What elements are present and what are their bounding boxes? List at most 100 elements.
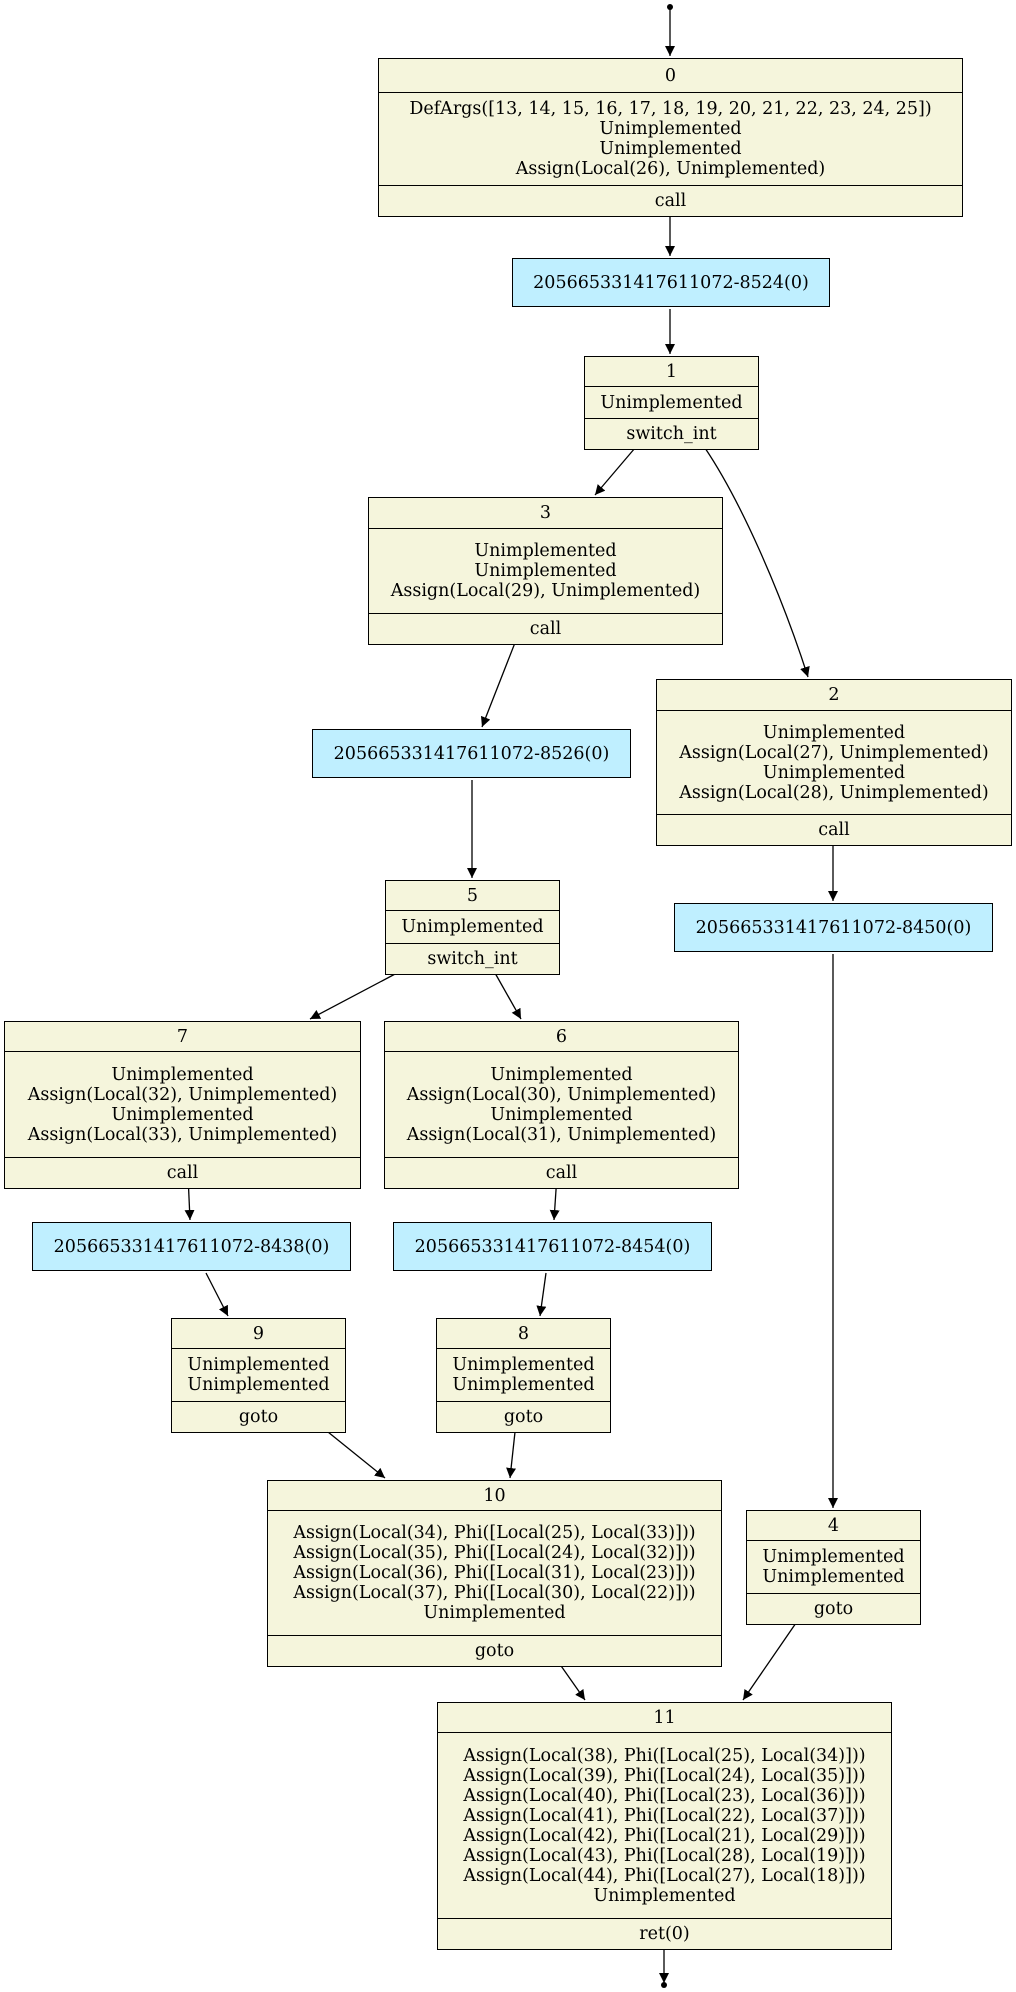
edge-arrow: [205, 1272, 229, 1317]
statement-line: Unimplemented: [593, 1885, 736, 1906]
statement-line: Unimplemented: [490, 1064, 633, 1085]
statement-line: Unimplemented: [474, 561, 617, 581]
statement-line: Assign(Local(43), Phi([Local(28), Local(…: [463, 1845, 866, 1866]
block-terminator: switch_int: [386, 943, 559, 974]
statement-line: Assign(Local(42), Phi([Local(21), Local(…: [463, 1825, 866, 1846]
block-id: 3: [539, 503, 552, 523]
statement-line: Unimplemented: [187, 1375, 330, 1395]
call-target-box: 205665331417611072-8450(0): [674, 903, 993, 952]
block-terminator: ret(0): [438, 1918, 891, 1949]
statement-line: Assign(Local(38), Phi([Local(25), Local(…: [463, 1745, 866, 1766]
statement-line: Assign(Local(27), Unimplemented): [679, 742, 989, 763]
edge-arrow: [704, 447, 810, 678]
statement-line: Unimplemented: [762, 762, 906, 783]
statement-line: Unimplemented: [762, 722, 906, 743]
edge-arrow: [536, 1272, 547, 1317]
edge-arrow: [742, 1622, 797, 1701]
statement-line: Assign(Local(31), Unimplemented): [406, 1124, 717, 1145]
statement-line: Assign(Local(28), Unimplemented): [679, 782, 989, 803]
call-target-box: 205665331417611072-8438(0): [32, 1222, 351, 1271]
statement-line: Unimplemented: [423, 1603, 566, 1623]
statement-line: Assign(Local(41), Phi([Local(22), Local(…: [463, 1805, 866, 1826]
block-terminator: call: [5, 1157, 360, 1188]
block-id: 0: [664, 65, 677, 86]
edge-arrow: [327, 1431, 386, 1479]
statement-line: Assign(Local(34), Phi([Local(25), Local(…: [293, 1523, 696, 1543]
entry-point: [667, 4, 673, 10]
statement-line: Unimplemented: [401, 917, 544, 937]
statement-line: Unimplemented: [599, 139, 742, 159]
statement-line: Unimplemented: [490, 1104, 633, 1125]
statement-line: Assign(Local(35), Phi([Local(24), Local(…: [293, 1543, 696, 1563]
block-terminator: goto: [747, 1593, 920, 1624]
statement-line: Unimplemented: [762, 1567, 905, 1587]
block-id: 8: [517, 1323, 530, 1344]
block-terminator: call: [385, 1157, 738, 1188]
block-statements: DefArgs([13, 14, 15, 16, 17, 18, 19, 20,…: [379, 92, 962, 185]
statement-line: Unimplemented: [111, 1104, 254, 1125]
edge-arrow: [309, 972, 398, 1020]
edge-arrow: [480, 629, 521, 728]
block-id: 11: [653, 1707, 676, 1728]
statement-line: Assign(Local(39), Phi([Local(24), Local(…: [463, 1765, 866, 1786]
statement-line: Unimplemented: [187, 1355, 330, 1375]
statement-line: DefArgs([13, 14, 15, 16, 17, 18, 19, 20,…: [409, 99, 932, 119]
block-id: 6: [555, 1026, 568, 1047]
block-statements: Assign(Local(38), Phi([Local(25), Local(…: [438, 1732, 891, 1918]
statement-line: Unimplemented: [452, 1355, 595, 1375]
call-target-box: 205665331417611072-8526(0): [312, 729, 631, 778]
block-statements: Unimplemented: [585, 386, 758, 418]
block-id: 4: [827, 1515, 840, 1536]
edge-arrow: [494, 972, 522, 1020]
block-terminator: call: [369, 613, 722, 644]
edge-arrow: [506, 1431, 517, 1479]
block-terminator: goto: [268, 1635, 721, 1666]
exit-point: [661, 1982, 667, 1988]
statement-line: Assign(Local(26), Unimplemented): [515, 159, 826, 179]
block-terminator: switch_int: [585, 418, 758, 449]
statement-line: Unimplemented: [599, 119, 742, 139]
statement-line: Assign(Local(32), Unimplemented): [27, 1084, 338, 1105]
statement-line: Unimplemented: [762, 1547, 905, 1567]
block-statements: Unimplemented: [386, 910, 559, 943]
call-target-box: 205665331417611072-8524(0): [512, 258, 830, 307]
statement-line: Unimplemented: [474, 541, 617, 561]
block-statements: Assign(Local(34), Phi([Local(25), Local(…: [268, 1510, 721, 1635]
block-id: 10: [483, 1485, 506, 1506]
edge-arrow: [594, 447, 636, 496]
statement-line: Assign(Local(33), Unimplemented): [27, 1124, 338, 1145]
statement-line: Assign(Local(44), Phi([Local(27), Local(…: [463, 1865, 866, 1886]
call-target-box: 205665331417611072-8454(0): [393, 1222, 712, 1271]
block-terminator: call: [657, 814, 1011, 845]
statement-line: Assign(Local(40), Phi([Local(23), Local(…: [463, 1785, 866, 1806]
statement-line: Assign(Local(29), Unimplemented): [390, 581, 701, 601]
statement-line: Unimplemented: [111, 1064, 254, 1085]
block-id: 2: [828, 685, 840, 705]
block-terminator: call: [379, 185, 962, 216]
statement-line: Assign(Local(37), Phi([Local(30), Local(…: [293, 1583, 696, 1603]
block-terminator: goto: [172, 1401, 345, 1432]
block-id: 5: [466, 885, 479, 906]
statement-line: Unimplemented: [600, 392, 743, 413]
block-id: 7: [176, 1026, 189, 1047]
block-id: 1: [665, 361, 678, 382]
statement-line: Unimplemented: [452, 1375, 595, 1395]
